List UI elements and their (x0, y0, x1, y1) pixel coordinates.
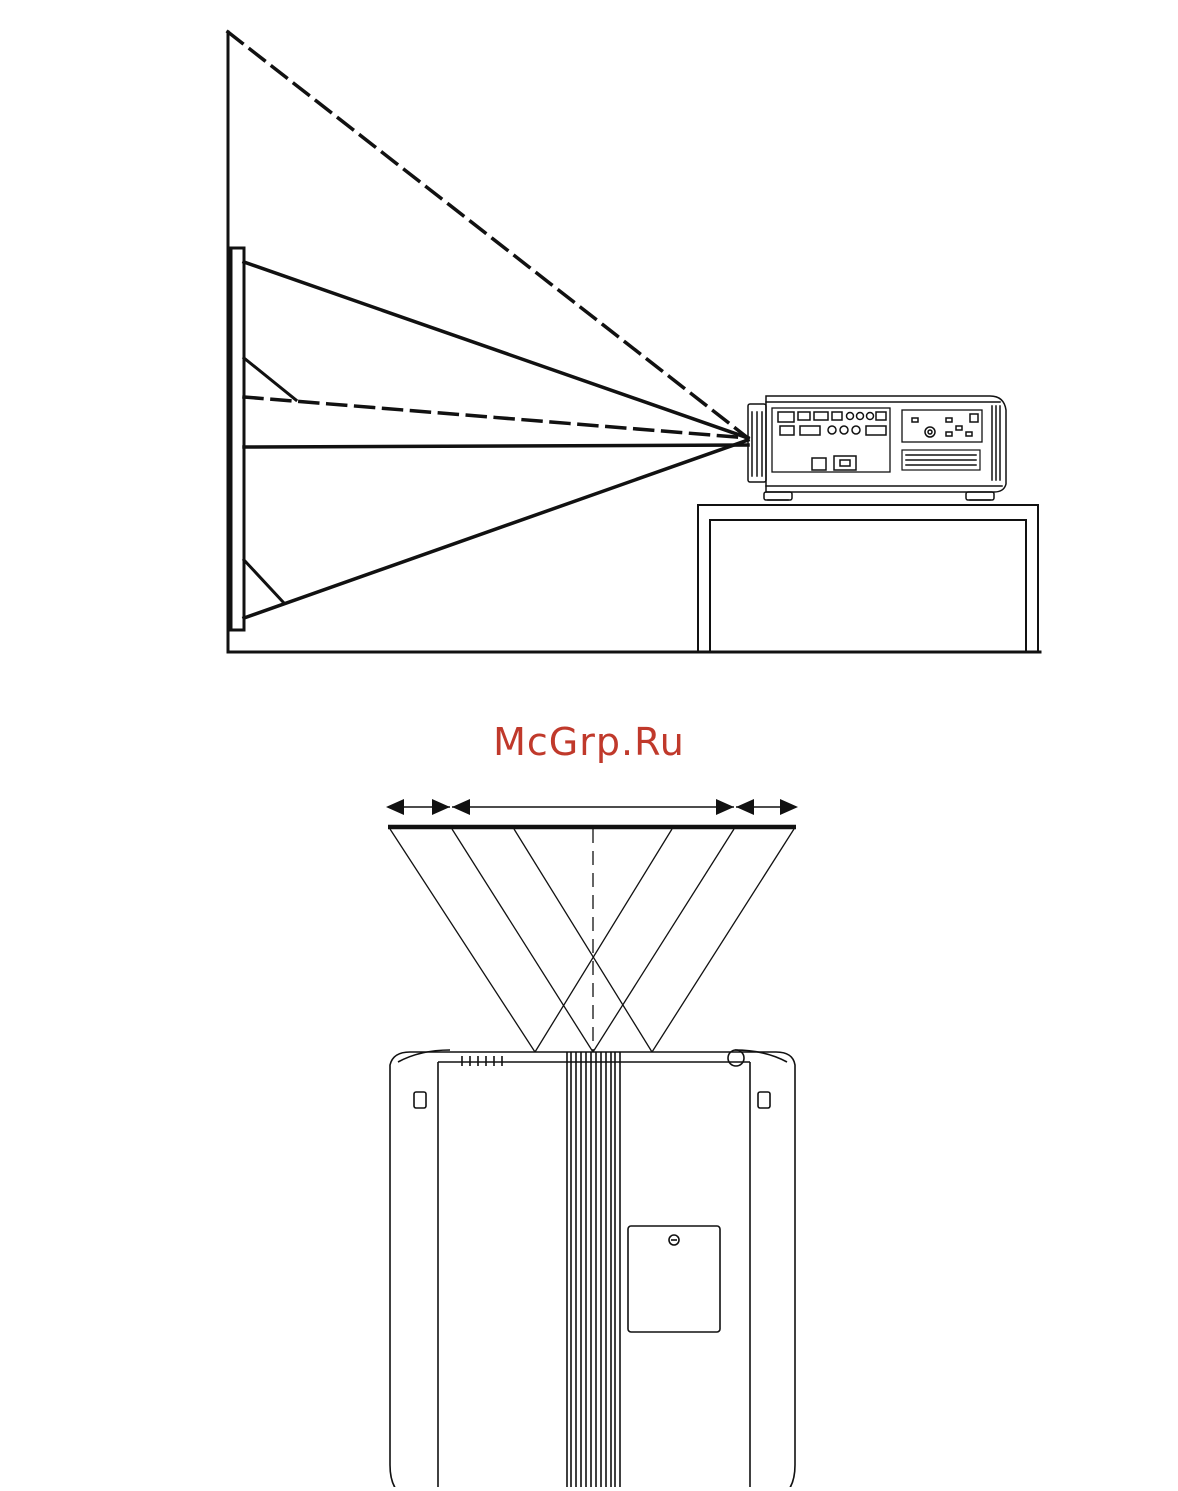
arrowheads (386, 799, 798, 815)
projector-top-icon (389, 1049, 796, 1491)
lamp-cover (627, 1225, 721, 1333)
beam-top-dashed (225, 29, 751, 441)
side-view (225, 29, 1042, 654)
screen-bracket-lower (241, 557, 287, 606)
table-icon (697, 504, 1039, 653)
beam-center-solid (242, 443, 750, 449)
beam-top-solid (241, 259, 751, 441)
screen-icon (229, 246, 246, 632)
screen-bracket-upper (241, 355, 299, 403)
top-view-beams (389, 828, 795, 1053)
top-view (386, 799, 798, 1491)
projector-side-icon (747, 395, 1007, 501)
watermark-text: McGrp.Ru (493, 720, 685, 764)
beam-mid-dashed (242, 395, 750, 440)
beam-bottom-solid (241, 437, 751, 621)
